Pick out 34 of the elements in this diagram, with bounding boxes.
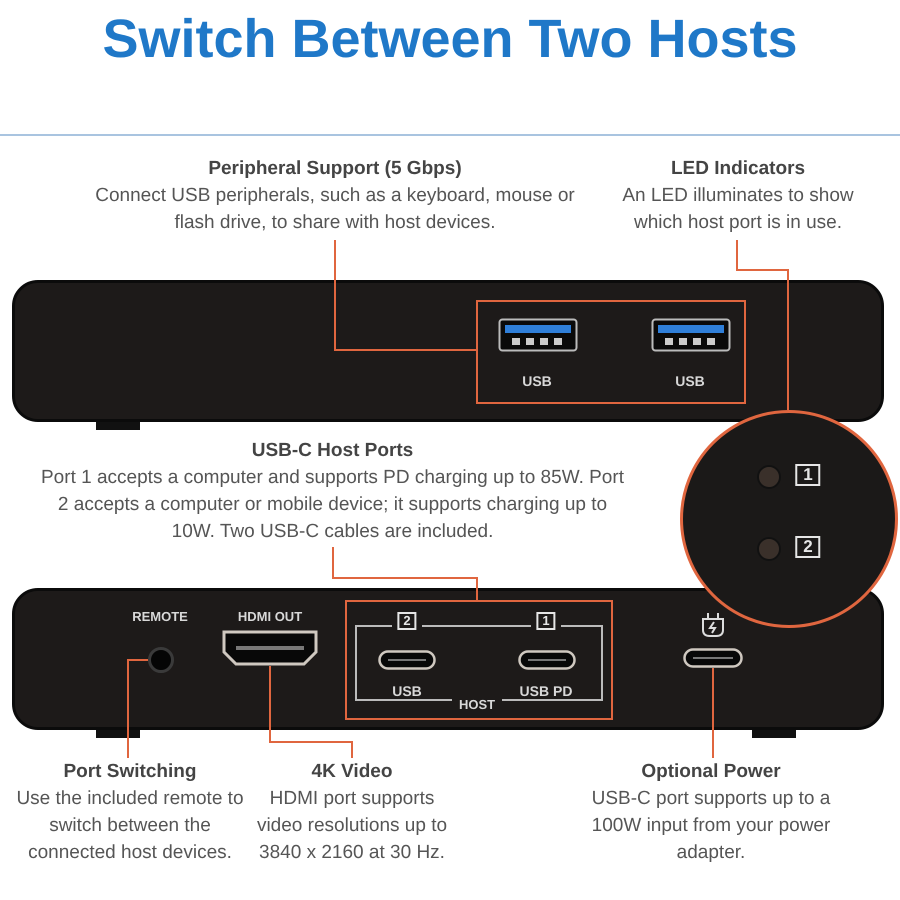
leader-line bbox=[736, 240, 789, 410]
port-label: REMOTE bbox=[132, 610, 188, 623]
callout-body: USB-C port supports up to a 100W input from your power adapter. bbox=[590, 787, 832, 865]
port-number: 2 bbox=[397, 612, 417, 630]
leader-line bbox=[332, 547, 478, 600]
port-label: USB bbox=[675, 374, 705, 388]
callout-body: An LED illuminates to show which host port is in use. bbox=[621, 184, 855, 235]
port-label: USB bbox=[522, 374, 552, 388]
port-label: HOST bbox=[458, 698, 496, 711]
callout-heading: Port Switching bbox=[62, 760, 198, 784]
usb-c-port bbox=[683, 648, 743, 668]
highlight-frame bbox=[476, 300, 746, 404]
title: Switch Between Two Hosts bbox=[101, 8, 799, 70]
callout-body: Use the included remote to switch between the connected host devices. bbox=[15, 787, 245, 865]
port-label: HDMI OUT bbox=[238, 610, 302, 623]
port-label: USB PD bbox=[520, 684, 572, 698]
leader-line bbox=[334, 240, 476, 351]
callout-body: Connect USB peripherals, such as a keyboard, mouse or flash drive, to share with host devices. bbox=[95, 184, 575, 235]
callout-heading: Peripheral Support (5 Gbps) bbox=[207, 157, 463, 181]
port-number: 2 bbox=[795, 536, 821, 558]
highlight-frame bbox=[345, 600, 613, 720]
port-number: 1 bbox=[795, 464, 821, 486]
callout-heading: Optional Power bbox=[640, 760, 782, 784]
callout-heading: USB-C Host Ports bbox=[250, 439, 414, 463]
port-number: 1 bbox=[536, 612, 556, 630]
leader-line bbox=[269, 666, 353, 758]
leader-line bbox=[127, 659, 148, 758]
callout-body: HDMI port supports video resolutions up to 3840 x 2160 at 30 Hz. bbox=[256, 787, 448, 865]
hdmi-port bbox=[222, 630, 318, 666]
callout-body: Port 1 accepts a computer and supports PD charging up to 85W. Port 2 accepts a computer or mobile device; it supports charging up to 10W. Two USB-C cables are included. bbox=[40, 466, 625, 544]
callout-heading: 4K Video bbox=[310, 760, 394, 784]
leader-line bbox=[712, 668, 714, 758]
port-label: USB bbox=[392, 684, 422, 698]
callout-heading: LED Indicators bbox=[670, 157, 806, 181]
